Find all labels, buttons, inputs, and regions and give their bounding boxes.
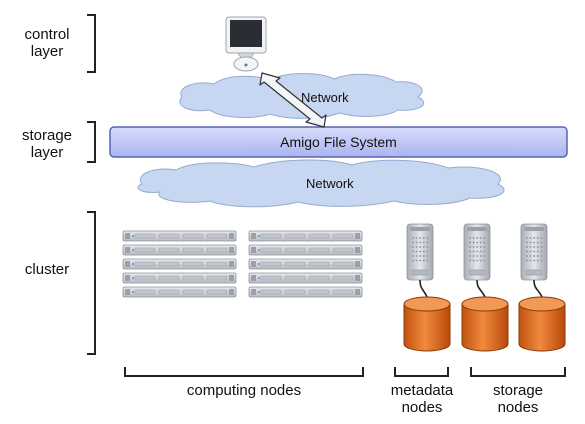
cable [419,279,429,300]
computing-nodes-label: computing nodes [186,382,302,399]
control-layer-label: control layer [24,26,70,60]
tower-server-icon [406,223,434,281]
file-system-bar [109,126,568,158]
network-label-upper: Network [301,90,349,105]
file-system-label: Amigo File System [280,134,397,150]
group-brackets [124,367,566,377]
network-cloud-lower [137,159,505,208]
storage-server-2 [518,223,566,352]
compute-rack-left [122,230,237,298]
desktop-computer-icon [225,16,267,72]
control-layer-bracket [87,14,96,73]
computing-nodes-bracket [124,367,364,377]
storage-layer-label: storage layer [21,127,73,161]
disk-cylinder-icon [461,296,509,352]
rack-server-icon [248,286,363,298]
network-label-lower: Network [306,176,354,191]
metadata-nodes-bracket [394,367,449,377]
disk-cylinder-icon [518,296,566,352]
network-cloud-upper [179,73,425,119]
storage-layer-bracket [87,121,96,163]
metadata-server [403,223,451,352]
rack-server-icon [122,230,237,242]
storage-server-1 [461,223,509,352]
cable [476,279,487,300]
storage-nodes-bracket [470,367,566,377]
metadata-nodes-label: metadata nodes [390,382,454,416]
rack-server-icon [122,286,237,298]
disk-cylinder-icon [403,296,451,352]
rack-server-icon [248,258,363,270]
rack-server-icon [122,258,237,270]
cluster-bracket [87,211,96,355]
rack-server-icon [248,272,363,284]
storage-nodes-label: storage nodes [492,382,544,416]
cable [533,279,544,300]
rack-server-icon [122,244,237,256]
rack-server-icon [122,272,237,284]
double-arrow-icon [259,72,327,128]
layer-brackets [87,14,96,355]
tower-server-icon [463,223,491,281]
cluster-layer-label: cluster [24,261,70,278]
rack-server-icon [248,230,363,242]
compute-rack-right [248,230,363,298]
rack-server-icon [248,244,363,256]
tower-server-icon [520,223,548,281]
